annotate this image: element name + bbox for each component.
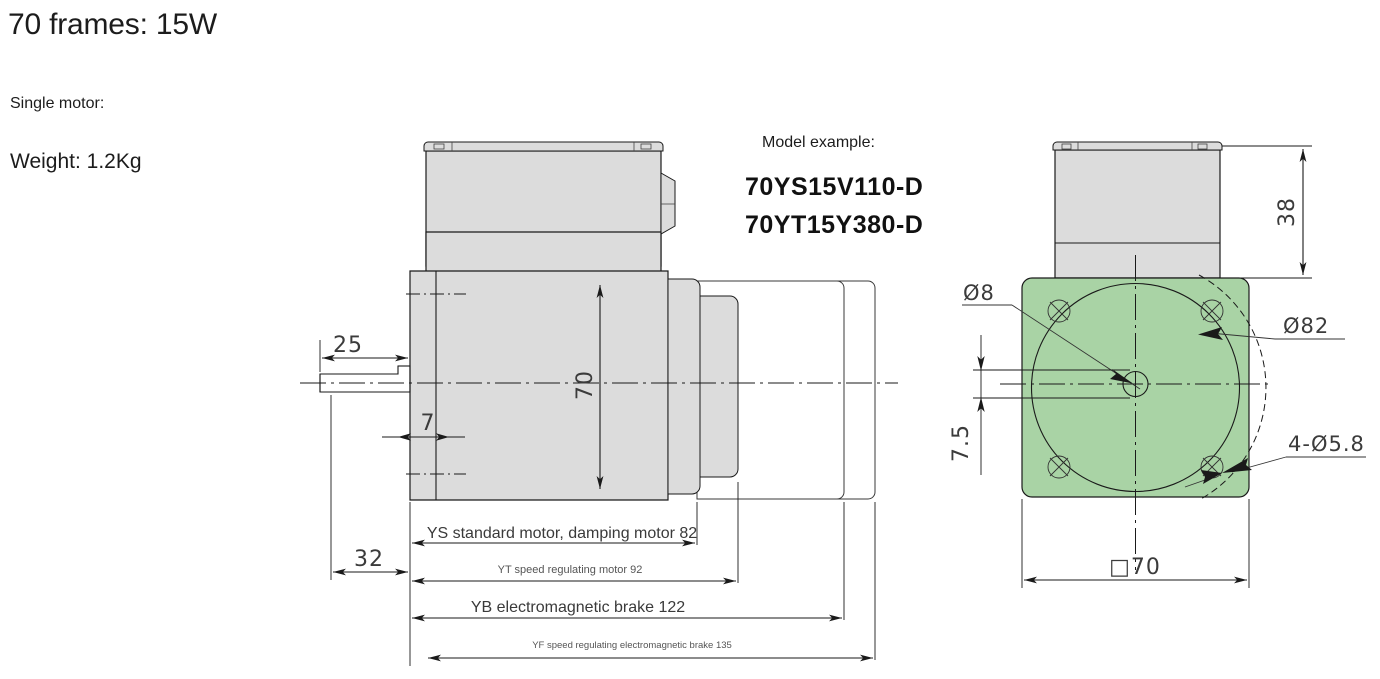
- mounting-hole: [1047, 455, 1071, 479]
- dim-7-label: 7: [421, 411, 436, 436]
- callout-shaft-dia-label: Ø8: [963, 281, 995, 305]
- mounting-hole: [1047, 299, 1071, 323]
- dim-row-92-label: YT speed regulating motor 92: [498, 564, 643, 576]
- output-shaft: [319, 365, 411, 393]
- output-pilot-boss: [699, 295, 739, 478]
- model-code-yt: 70YT15Y380-D: [745, 211, 924, 239]
- dim-7-5-label: 7.5: [949, 424, 974, 462]
- page-title: 70 frames: 15W: [8, 8, 217, 41]
- mounting-hole: [1200, 299, 1224, 323]
- dim-row-82-label: YS standard motor, damping motor 82: [427, 525, 697, 542]
- front-view-group: 38 Ø8 Ø82 4-Ø5.8: [949, 141, 1366, 588]
- dim-row-92: YT speed regulating motor 92: [412, 564, 736, 585]
- single-motor-label: Single motor:: [10, 95, 105, 112]
- front-terminal-box: [1052, 141, 1223, 279]
- dim-square-70-label: □70: [1109, 555, 1161, 580]
- motor-endbell: [667, 278, 701, 495]
- dim-row-122-label: YB electromagnetic brake 122: [471, 599, 685, 616]
- dim-7: 7: [382, 411, 465, 441]
- dim-row-122: YB electromagnetic brake 122: [412, 599, 842, 622]
- terminal-box: [423, 141, 676, 282]
- dim-row-135: YF speed regulating electromagnetic brak…: [428, 640, 873, 662]
- dim-38-label: 38: [1275, 197, 1300, 227]
- flange-hole-centerlines: [406, 293, 466, 475]
- dim-70-height: 70: [573, 285, 604, 489]
- callout-mounting-holes: 4-Ø5.8: [1184, 432, 1366, 488]
- callout-pilot-dia: Ø82: [1198, 314, 1345, 340]
- dim-32-label: 32: [354, 547, 384, 572]
- dim-row-82: YS standard motor, damping motor 82: [412, 525, 697, 547]
- callout-mounting-holes-label: 4-Ø5.8: [1288, 432, 1365, 456]
- model-code-ys: 70YS15V110-D: [745, 173, 924, 201]
- dim-square-70: □70: [1021, 499, 1250, 588]
- dim-38: 38: [1222, 145, 1312, 279]
- model-example-caption: Model example:: [762, 134, 875, 151]
- dim-25: 25: [319, 328, 411, 372]
- dim-70-height-label: 70: [573, 370, 598, 400]
- dim-7-5: 7.5: [949, 335, 1130, 475]
- motor-body: [409, 270, 669, 501]
- dim-25-label: 25: [333, 333, 363, 358]
- length-dim-stack: YS standard motor, damping motor 82 YT s…: [409, 482, 876, 666]
- weight-label: Weight: 1.2Kg: [10, 150, 142, 173]
- side-view-group: 25 7 70 32: [300, 141, 898, 666]
- mounting-holes: [1047, 299, 1224, 479]
- pilot-arc-dashed: [1198, 274, 1267, 501]
- callout-shaft-dia: Ø8: [962, 281, 1141, 390]
- dim-row-135-label: YF speed regulating electromagnetic brak…: [532, 640, 732, 651]
- dim-32: 32: [330, 395, 408, 580]
- callout-pilot-dia-label: Ø82: [1283, 314, 1329, 338]
